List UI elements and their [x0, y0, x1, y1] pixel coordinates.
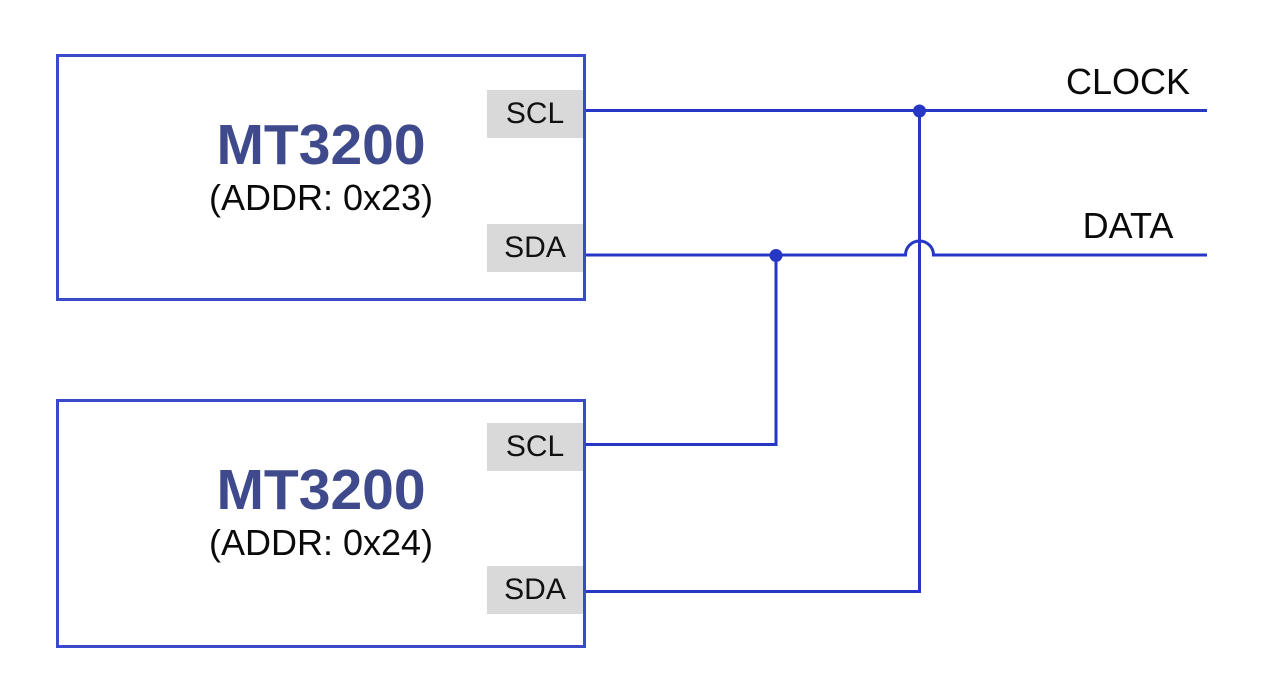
device-box-0 — [56, 54, 586, 301]
device-box-1 — [56, 399, 586, 648]
clock-bus-label: CLOCK — [1065, 61, 1191, 102]
device-1-pin-scl: SCL — [487, 423, 583, 471]
device-0-pin-scl: SCL — [487, 90, 583, 138]
data-bus-label: DATA — [1082, 205, 1174, 246]
device-address-1: (ADDR: 0x24) — [208, 522, 434, 563]
device-name-0: MT3200 — [216, 113, 426, 177]
clock-junction-dot — [913, 104, 926, 118]
data-junction-dot — [769, 249, 783, 262]
device-name-1: MT3200 — [216, 458, 426, 522]
device-address-0: (ADDR: 0x23) — [208, 177, 434, 218]
device-1-pin-sda: SDA — [487, 566, 583, 614]
device-1-scl-branch — [586, 255, 778, 446]
device-1-sda-branch — [586, 110, 921, 593]
device-0-pin-sda: SDA — [487, 224, 583, 272]
